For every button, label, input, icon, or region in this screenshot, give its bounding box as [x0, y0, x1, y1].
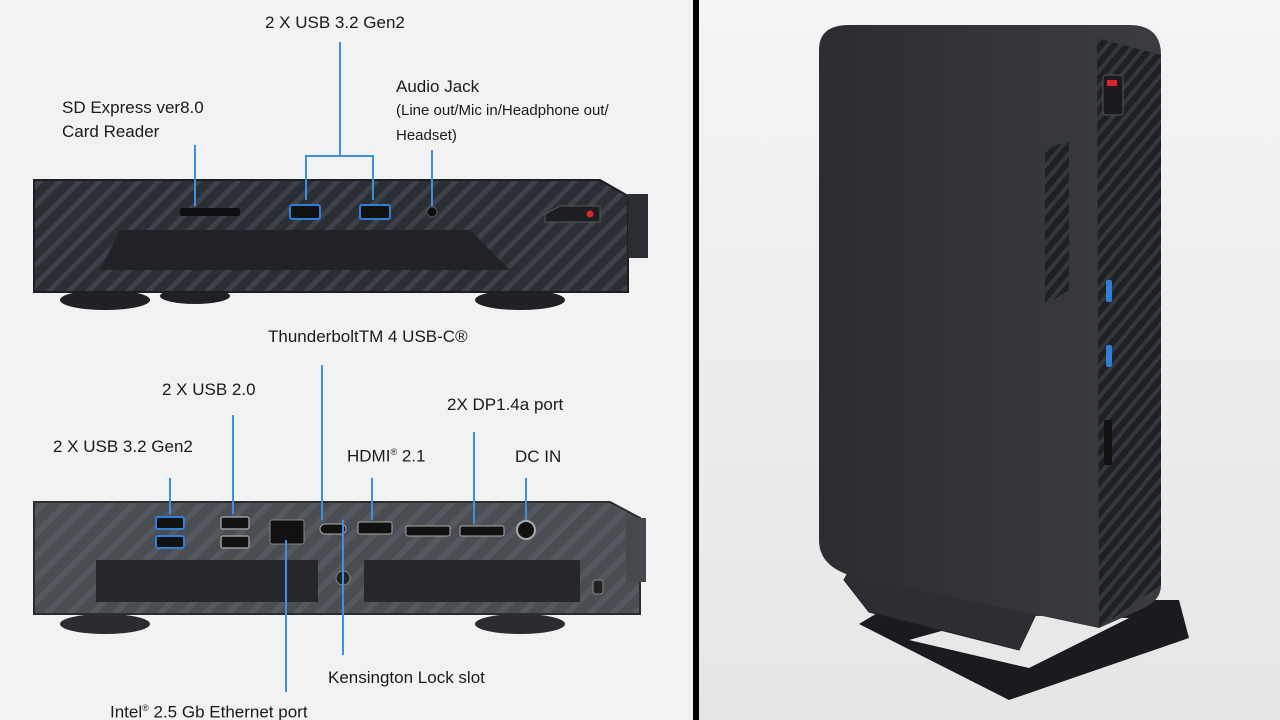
thunderbolt-label: ThunderboltTM 4 USB-C® — [268, 327, 468, 346]
rear-usb2-port-2 — [220, 535, 250, 549]
ports-diagram-panel: 2 X USB 3.2 Gen2 Audio Jack (Line out/Mi… — [0, 0, 693, 720]
dp-port-1 — [405, 525, 451, 537]
usb2-label: 2 X USB 2.0 — [162, 380, 256, 399]
front-usb-label: 2 X USB 3.2 Gen2 — [265, 13, 405, 32]
sd-reader-label-1: SD Express ver8.0 — [62, 98, 204, 117]
audio-jack-desc-1: (Line out/Mic in/Headphone out/ — [396, 102, 609, 119]
audio-jack-port — [426, 206, 438, 218]
rear-usb32-port-1 — [155, 516, 185, 530]
front-usb-port-1 — [289, 204, 321, 220]
ethernet-label: Intel® 2.5 Gb Ethernet port — [110, 697, 308, 720]
rear-vent-left — [96, 560, 318, 602]
dc-in-port — [516, 520, 536, 540]
tower-side-panel — [1097, 38, 1161, 628]
rear-lock-hole — [592, 579, 604, 595]
power-led — [586, 210, 594, 218]
ethernet-reg-mark: ® — [142, 703, 149, 713]
front-foot-left — [60, 290, 150, 310]
rear-usb2-port-1 — [220, 516, 250, 530]
ethernet-prefix: Intel — [110, 702, 143, 720]
hdmi-label: HDMI® 2.1 — [347, 441, 425, 468]
rear-vent-right — [364, 560, 580, 602]
usb32-rear-label: 2 X USB 3.2 Gen2 — [53, 437, 193, 456]
front-usb-port-2 — [359, 204, 391, 220]
dp-label: 2X DP1.4a port — [447, 395, 564, 414]
rear-foot-right — [475, 614, 565, 634]
side-usb-port-2 — [1106, 345, 1112, 367]
rear-panel-device — [33, 501, 646, 634]
sd-card-slot — [180, 208, 240, 216]
audio-jack-desc-2: Headset) — [396, 127, 457, 144]
sd-reader-label-2: Card Reader — [62, 122, 160, 141]
dcin-label: DC IN — [515, 447, 562, 466]
power-button — [544, 205, 601, 223]
hdmi-port — [357, 521, 393, 535]
tower-power-led — [1107, 80, 1117, 86]
side-usb-port-1 — [1106, 280, 1112, 302]
front-panel-device — [33, 179, 648, 310]
panel-divider — [693, 0, 699, 720]
kensington-label: Kensington Lock slot — [328, 668, 485, 687]
vertical-mini-pc-photo — [819, 25, 1189, 700]
dp-port-2 — [459, 525, 505, 537]
front-side-edge — [628, 194, 648, 258]
hdmi-text: HDMI — [347, 446, 391, 466]
tower-vent — [1045, 140, 1069, 305]
product-photo-panel — [699, 0, 1280, 720]
thunderbolt-port — [319, 523, 347, 535]
side-card-slot — [1104, 420, 1112, 465]
callout-usb-front-bracket — [305, 155, 374, 200]
tower-body — [819, 25, 1161, 628]
rear-usb32-port-2 — [155, 535, 185, 549]
rear-side-edge — [626, 518, 646, 582]
front-recess — [100, 230, 510, 270]
rear-foot-left — [60, 614, 150, 634]
front-foot-right — [475, 290, 565, 310]
ethernet-text: 2.5 Gb Ethernet port — [148, 702, 308, 720]
front-callout-lines — [194, 42, 433, 206]
rear-callout-lines — [169, 365, 527, 692]
ports-diagram — [33, 42, 648, 692]
hdmi-version: 2.1 — [397, 446, 426, 466]
audio-jack-title: Audio Jack — [396, 77, 480, 96]
hdmi-reg-mark: ® — [390, 447, 398, 457]
